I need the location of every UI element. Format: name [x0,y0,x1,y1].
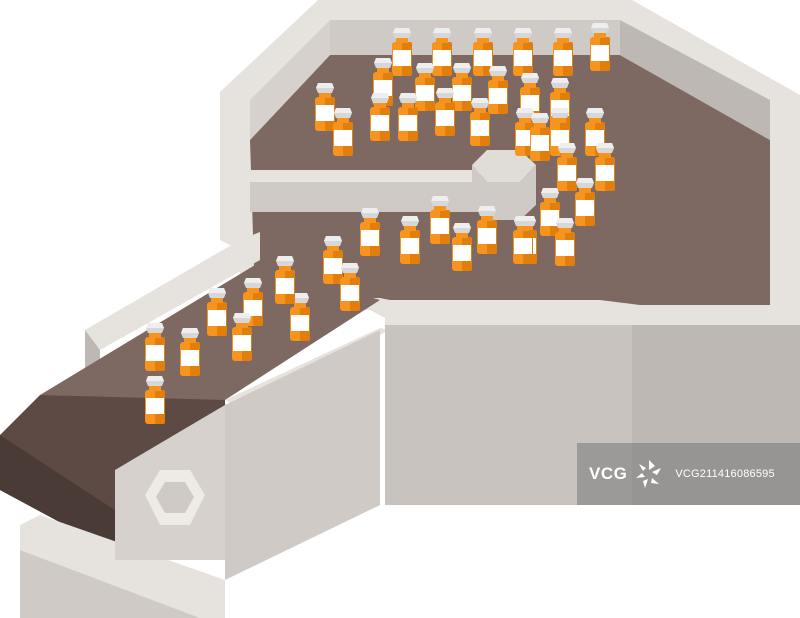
bottle [275,256,295,304]
roller-hex-inner [156,482,194,513]
bottle [290,293,310,341]
bottle [232,313,252,361]
watermark-logo: VCG [589,456,667,492]
bottle [452,63,472,111]
front-wall-center-top [385,310,632,325]
divider-rail-side [250,182,480,212]
bottle [575,178,595,226]
bottle-group [145,23,615,424]
front-wall-right-top [632,310,800,325]
conveyor-base-plate-side [20,550,200,618]
inner-wall-right [620,20,770,140]
bottle [515,108,535,156]
bottle [553,28,573,76]
camera-aperture-icon [636,460,662,488]
bottle [557,143,577,191]
bottle [477,206,497,254]
bottle [488,66,508,114]
bottle [432,28,452,76]
central-hub-top [472,150,536,182]
bottle [207,288,227,336]
conveyor-back-wall [85,232,260,350]
watermark-brand: VCG [589,464,628,483]
bottle [392,28,412,76]
divider-rail [250,170,480,182]
bottle [333,108,353,156]
bottle [315,83,335,131]
bottle [452,223,472,271]
watermark: VCG VCG21141608659​5 [577,443,800,505]
bottle [513,28,533,76]
bottle [590,23,610,71]
bottle [415,63,435,111]
bottle [323,236,343,284]
bottle [595,143,615,191]
watermark-id: VCG21141608659​5 [675,468,775,480]
bottle [470,98,490,146]
bottle [540,188,560,236]
inner-wall-left [250,20,330,140]
bottle [530,113,550,161]
bottle [473,28,493,76]
bottle [180,328,200,376]
front-wall-left [225,330,380,580]
conveyor-base-plate [20,515,225,618]
bottle [145,323,165,371]
front-wall-center [385,318,632,505]
bottle [430,196,450,244]
conveyor-belt-end-side [0,435,130,560]
bottle [370,93,390,141]
bottle [435,88,455,136]
bottle [360,208,380,256]
bottle [340,263,360,311]
bottle [513,216,533,264]
bottle [555,218,575,266]
bottle [145,376,165,424]
bottle [398,93,418,141]
bottle [400,216,420,264]
